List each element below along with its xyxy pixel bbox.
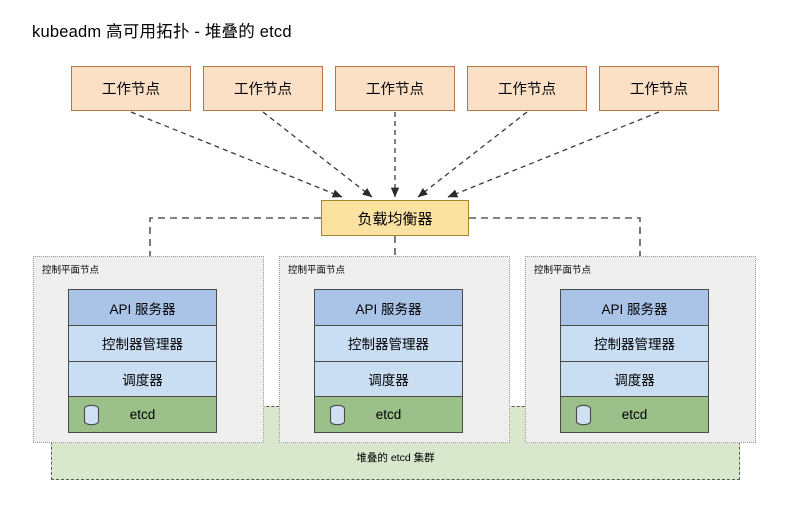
controller-manager-label: 控制器管理器 bbox=[348, 337, 429, 353]
control-plane-node-label: 控制平面节点 bbox=[288, 265, 346, 276]
scheduler-label: 调度器 bbox=[122, 373, 163, 389]
worker-to-lb-connectors bbox=[130, 111, 660, 198]
api-server-box-1[interactable]: API 服务器 bbox=[68, 289, 217, 326]
api-server-label: API 服务器 bbox=[109, 301, 176, 317]
api-server-label: API 服务器 bbox=[355, 301, 422, 317]
etcd-label: etcd bbox=[129, 407, 156, 423]
load-balancer-node[interactable]: 负载均衡器 bbox=[321, 200, 469, 236]
control-plane-component-stack-2: API 服务器 控制器管理器 调度器 etcd bbox=[314, 289, 463, 434]
worker-node-5[interactable]: 工作节点 bbox=[599, 66, 719, 111]
control-plane-component-stack-3: API 服务器 控制器管理器 调度器 etcd bbox=[560, 289, 709, 434]
worker-node-4[interactable]: 工作节点 bbox=[467, 66, 587, 111]
etcd-label: etcd bbox=[621, 407, 648, 423]
api-server-box-3[interactable]: API 服务器 bbox=[560, 289, 709, 326]
load-balancer-label: 负载均衡器 bbox=[357, 210, 433, 228]
scheduler-label: 调度器 bbox=[368, 373, 409, 389]
worker-node-label: 工作节点 bbox=[102, 82, 160, 98]
etcd-box-3[interactable]: etcd bbox=[560, 396, 709, 434]
database-cylinder-icon bbox=[575, 404, 592, 426]
database-cylinder-icon bbox=[83, 404, 100, 426]
api-server-label: API 服务器 bbox=[601, 301, 668, 317]
control-plane-component-stack-1: API 服务器 控制器管理器 调度器 etcd bbox=[68, 289, 217, 434]
worker-node-label: 工作节点 bbox=[498, 82, 556, 98]
page-title: kubeadm 高可用拓扑 - 堆叠的 etcd bbox=[32, 23, 292, 41]
scheduler-label: 调度器 bbox=[614, 373, 655, 389]
control-plane-node-label: 控制平面节点 bbox=[534, 265, 592, 276]
etcd-label: etcd bbox=[375, 407, 402, 423]
etcd-cluster-label: 堆叠的 etcd 集群 bbox=[356, 452, 435, 464]
controller-manager-box-3[interactable]: 控制器管理器 bbox=[560, 324, 709, 362]
worker-node-3[interactable]: 工作节点 bbox=[335, 66, 455, 111]
controller-manager-label: 控制器管理器 bbox=[594, 337, 675, 353]
worker-node-2[interactable]: 工作节点 bbox=[203, 66, 323, 111]
worker-node-label: 工作节点 bbox=[630, 82, 688, 98]
scheduler-box-2[interactable]: 调度器 bbox=[314, 360, 463, 398]
control-plane-node-label: 控制平面节点 bbox=[42, 265, 100, 276]
etcd-box-2[interactable]: etcd bbox=[314, 396, 463, 434]
worker-node-1[interactable]: 工作节点 bbox=[71, 66, 191, 111]
database-cylinder-icon bbox=[329, 404, 346, 426]
api-server-box-2[interactable]: API 服务器 bbox=[314, 289, 463, 326]
scheduler-box-1[interactable]: 调度器 bbox=[68, 360, 217, 398]
controller-manager-label: 控制器管理器 bbox=[102, 337, 183, 353]
controller-manager-box-1[interactable]: 控制器管理器 bbox=[68, 324, 217, 362]
etcd-box-1[interactable]: etcd bbox=[68, 396, 217, 434]
controller-manager-box-2[interactable]: 控制器管理器 bbox=[314, 324, 463, 362]
worker-node-label: 工作节点 bbox=[366, 82, 424, 98]
worker-node-label: 工作节点 bbox=[234, 82, 292, 98]
scheduler-box-3[interactable]: 调度器 bbox=[560, 360, 709, 398]
